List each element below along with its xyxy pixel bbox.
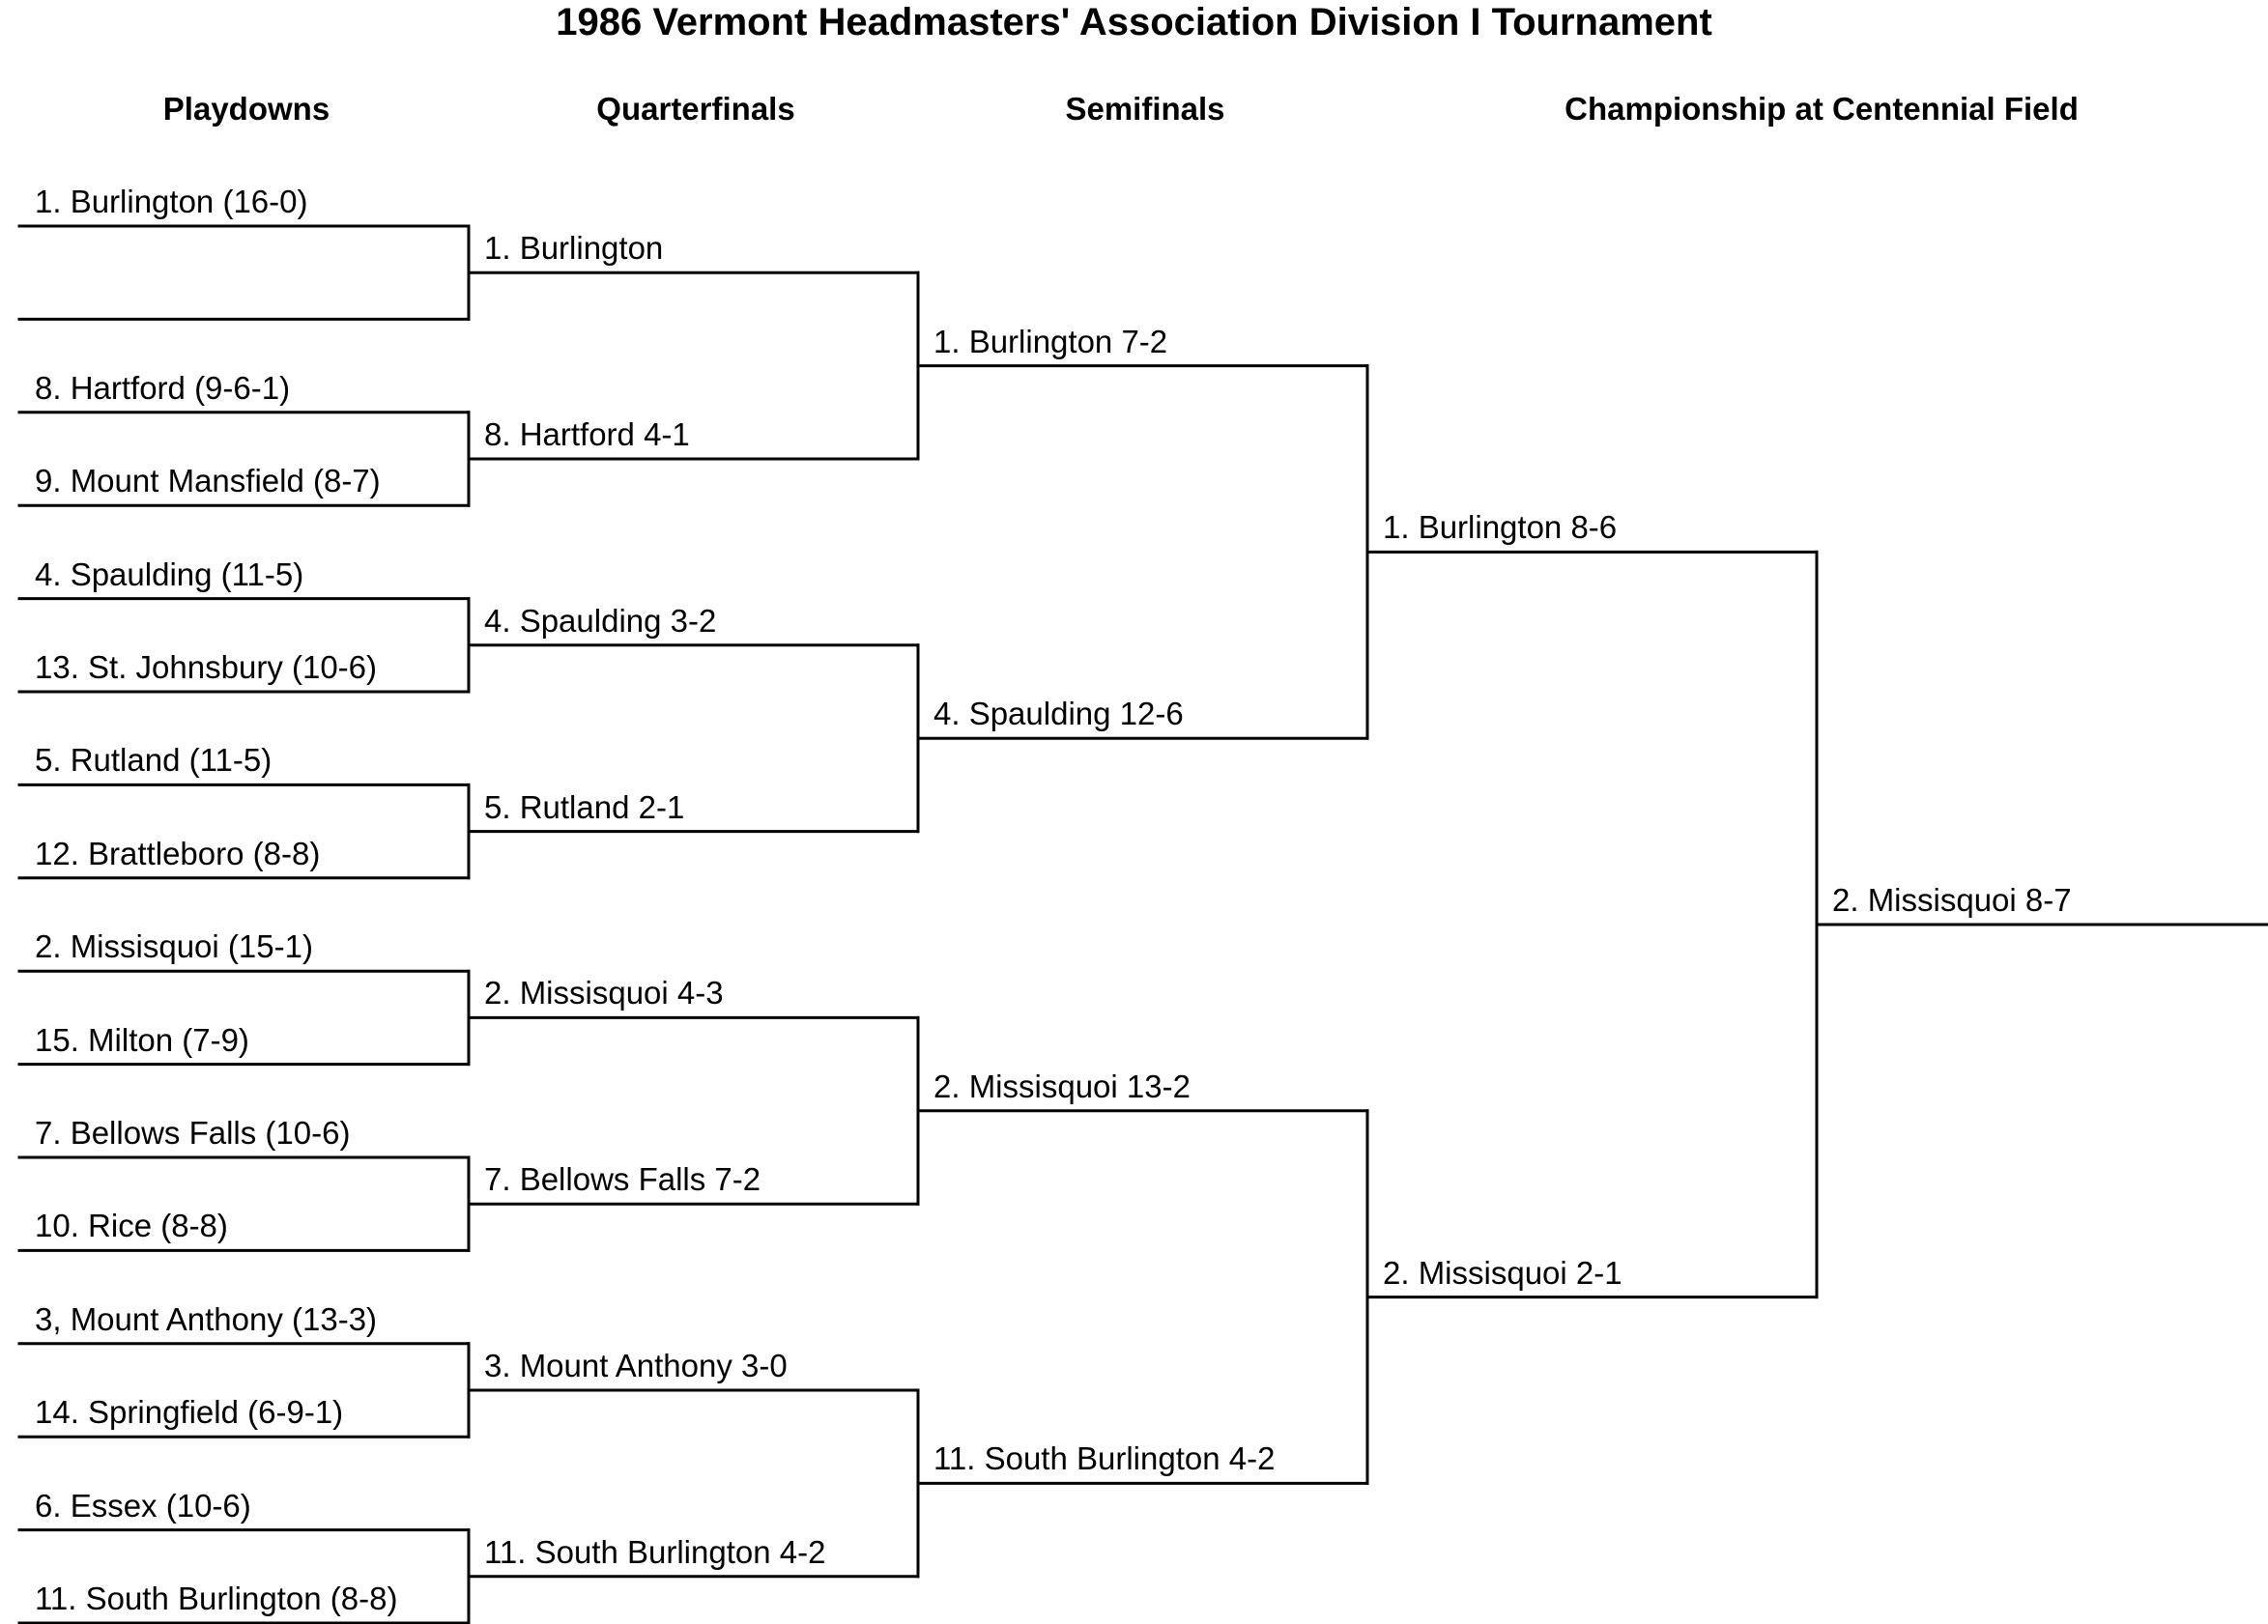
quarterfinal-slot-label: 4. Spaulding 3-2 (484, 602, 717, 639)
round-header-championship: Championship at Centennial Field (1565, 91, 2079, 127)
playdown-slot-label: 2. Missisquoi (15-1) (35, 928, 313, 965)
playdown-slot-label: 7. Bellows Falls (10-6) (35, 1115, 351, 1151)
playdown-slot-label: 15. Milton (7-9) (35, 1021, 249, 1058)
quarterfinal-slot-label: 3. Mount Anthony 3-0 (484, 1348, 788, 1383)
quarterfinal-slot-label: 11. South Burlington 4-2 (484, 1533, 826, 1570)
round-header-quarterfinals: Quarterfinals (596, 91, 795, 127)
quarterfinal-slot-label: 8. Hartford 4-1 (484, 416, 690, 452)
playdown-slot-label: 12. Brattleboro (8-8) (35, 835, 321, 871)
quarterfinal-slot-label: 1. Burlington (484, 230, 664, 267)
playdown-slot-label: 4. Spaulding (11-5) (35, 556, 304, 592)
playdown-slot-label: 1. Burlington (16-0) (35, 184, 308, 219)
semifinal-slot-label: 11. South Burlington 4-2 (933, 1440, 1276, 1477)
champion-slot-label: 2. Missisquoi 8-7 (1832, 882, 2072, 918)
quarterfinal-slot-label: 7. Bellows Falls 7-2 (484, 1161, 761, 1198)
semifinal-slot-label: 2. Missisquoi 13-2 (933, 1068, 1191, 1104)
round-header-semifinals: Semifinals (1065, 91, 1225, 127)
quarterfinal-slot-label: 2. Missisquoi 4-3 (484, 975, 724, 1011)
page-title: 1986 Vermont Headmasters' Association Di… (556, 1, 1712, 43)
semifinal-slot-label: 4. Spaulding 12-6 (933, 696, 1184, 732)
semifinal-slot-label: 1. Burlington 7-2 (933, 323, 1168, 359)
playdown-slot-label: 13. St. Johnsbury (10-6) (35, 649, 378, 685)
playdown-slot-label: 10. Rice (8-8) (35, 1208, 228, 1244)
playdown-slot-label: 8. Hartford (9-6-1) (35, 369, 291, 406)
playdown-slot-label: 3, Mount Anthony (13-3) (35, 1300, 378, 1337)
playdown-slot-label: 9. Mount Mansfield (8-7) (35, 463, 381, 499)
playdown-slot-label: 5. Rutland (11-5) (35, 742, 273, 779)
championship-slot-label: 2. Missisquoi 2-1 (1383, 1254, 1622, 1291)
round-header-playdowns: Playdowns (162, 91, 330, 127)
playdown-slot-label: 14. Springfield (6-9-1) (35, 1394, 344, 1431)
championship-slot-label: 1. Burlington 8-6 (1383, 509, 1618, 546)
quarterfinal-slot-label: 5. Rutland 2-1 (484, 788, 685, 825)
playdown-slot-label: 6. Essex (10-6) (35, 1487, 251, 1524)
playdown-slot-label: 11. South Burlington (8-8) (35, 1581, 398, 1616)
